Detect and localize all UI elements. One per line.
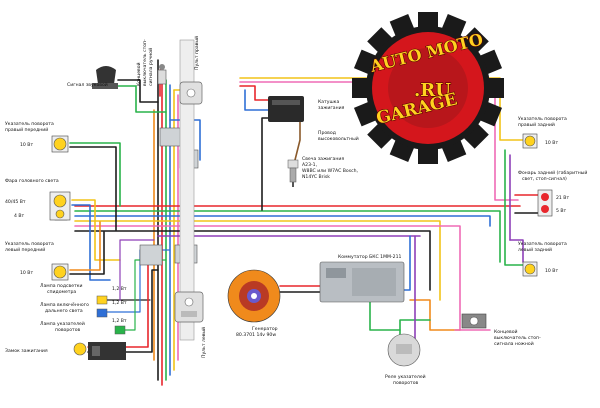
spark-label-3: W8BC или W7AC Bosch, [302,168,359,174]
taillight-label-2: свет, стоп-сигнал) [522,176,567,182]
connector-blocks [54,127,199,266]
generator [227,269,281,323]
turn-front-right-lamp [51,135,69,153]
hv-wire-label-1: Провод [318,130,336,136]
lamp-speedo-label-1: Лампа подсветки [40,283,83,289]
coil-label-1: Катушка [318,99,339,105]
ignition-lock-label: Замок зажигания [5,348,48,354]
turn-rear-left-label-1: Указатель поворота [518,241,567,247]
turn-front-right-watt: 10 Вт [20,142,33,148]
spark-label-4: N14YC Brisk [302,174,330,180]
turn-rear-right-watt: 10 Вт [545,140,558,146]
turn-relay [387,333,421,367]
turn-front-right-label-1: Указатель поворота [5,121,54,127]
headlight-watt-1: 40/45 Вт [5,199,26,205]
relay-label-1: Реле указателей [385,373,426,380]
turn-front-left-lamp [51,263,69,281]
turn-front-left-label-1: Указатель поворота [5,241,54,247]
brake-switch-front-label-2: выключатель стоп- [143,39,148,86]
hv-wire-label-2: высоковольтный [318,135,359,142]
switch-panel-right [179,39,203,341]
lamp-turn-label-1: Лампа указателей [40,320,85,327]
turn-front-left-watt: 10 Вт [20,270,33,276]
lamp-turn-watt: 1,2 Вт [112,318,127,324]
lamp-speedo-label-2: спидометра [47,290,76,295]
taillight-watt-2: 5 Вт [556,208,567,214]
lamp-turn [114,325,126,335]
spark-plug [287,159,299,187]
ignition-lock [73,342,126,360]
commutator-label: Коммутатор БКС 1ММ-211 [338,254,402,260]
relay-label-2: поворотов [393,381,419,386]
lamp-speedo [96,295,108,305]
connector-block [139,244,163,266]
brake-switch-rear-label-1: Концевой [494,328,518,335]
taillight [537,189,553,217]
ignition-coil [268,96,304,122]
taillight-watt-1: 21 Вт [556,195,569,201]
turn-rear-right-label-2: правый задний [518,121,555,128]
lamp-high-beam [96,308,108,318]
coil-label-2: зажигания [318,106,345,111]
lamp-high-label-2: дальнего света [45,309,83,314]
horn [92,66,118,89]
spark-label-1: Свеча зажигания [302,156,344,162]
turn-front-left-label-2: левый передний [5,246,45,253]
headlight-watt-2: 4 Вт [14,213,25,219]
horn-label: Сигнал звуковой [67,81,108,88]
headlight [49,191,71,221]
commutator [319,261,405,303]
turn-front-right-label-2: правый передний [5,126,48,133]
turn-rear-left-watt: 10 Вт [545,268,558,274]
lamp-high-label-1: Лампа включённого [40,302,89,308]
garage-logo: AUTO MOTO .RU GARAGE [352,12,504,164]
brake-switch-rear-label-3: сигнала ножной [494,340,534,347]
turn-rear-right-label-1: Указатель поворота [518,116,567,122]
brake-switch-front-label: Концевой выключатель стоп- сигнала ручно… [135,39,154,86]
brake-switch-front-label-1: Концевой [135,62,142,86]
lamp-turn-label-2: поворотов [55,328,81,333]
brake-switch-rear-label-2: выключатель стоп- [494,336,541,341]
logo-line-2: .RU [414,80,451,101]
turn-rear-left-lamp [522,261,538,277]
generator-label-2: 80.3701 14v 90w [236,332,276,338]
connector-block [159,127,183,147]
taillight-label-1: Фонарь задний (габаритный [518,169,587,176]
generator-label-1: Генератор [252,326,278,332]
switch-panel-left-label: Пульт левый [200,327,207,358]
brake-switch-rear [461,313,487,329]
lamp-speedo-watt: 1,2 Вт [112,286,127,292]
brake-switch-front-label-3: сигнала ручной [147,48,154,86]
brake-switch-front [157,64,167,85]
turn-rear-right-lamp [522,133,538,149]
switch-panel-right-label: Пульт правый [193,36,200,70]
switch-panel-left [174,291,204,323]
lamp-high-watt: 1,2 Вт [112,300,127,306]
headlight-label: Фара головного света [5,178,59,184]
spark-label-2: A23-1, [302,162,318,168]
turn-rear-left-label-2: левый задний [518,246,552,253]
